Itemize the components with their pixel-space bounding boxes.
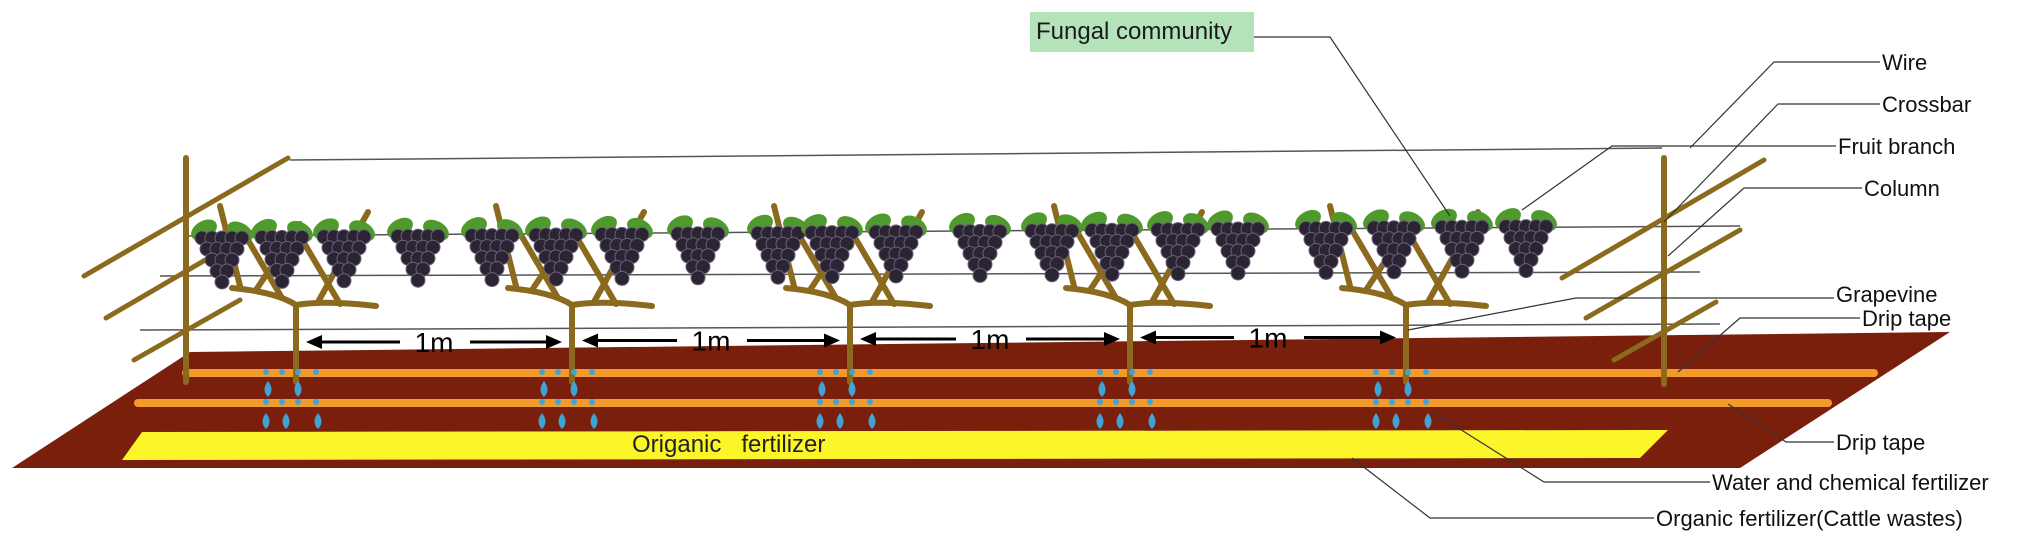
water-droplet-icon bbox=[1372, 413, 1380, 429]
water-droplet-icon bbox=[836, 413, 844, 429]
callout-lines bbox=[1254, 36, 1880, 519]
water-droplet-icon bbox=[282, 413, 290, 429]
water-droplet-icon bbox=[848, 381, 856, 397]
drip-tape-upper bbox=[182, 369, 1878, 377]
water-droplet-icon bbox=[1404, 381, 1412, 397]
water-droplet-icon bbox=[1128, 381, 1136, 397]
grape-cluster-icon bbox=[1081, 211, 1143, 282]
water-droplet-icon bbox=[1374, 381, 1382, 397]
grape-cluster-icon bbox=[1295, 209, 1357, 280]
grape-cluster-icon bbox=[949, 212, 1011, 283]
water-droplet-icon bbox=[314, 413, 322, 429]
grape-cluster-icon bbox=[1207, 210, 1269, 281]
water-droplet-icon bbox=[1424, 413, 1432, 429]
spacing-arrow-1: 1m bbox=[306, 327, 562, 358]
water-droplet-icon bbox=[540, 381, 548, 397]
grape-cluster-icon bbox=[1431, 208, 1493, 279]
water-droplet-icon bbox=[558, 413, 566, 429]
label-grapevine: Grapevine bbox=[1836, 282, 1938, 307]
grape-cluster-icon bbox=[667, 215, 729, 286]
spacing-arrow-3: 1m bbox=[860, 324, 1120, 355]
spacing-label: 1m bbox=[415, 327, 454, 358]
water-droplet-icon bbox=[816, 413, 824, 429]
water-droplet-icon bbox=[1392, 413, 1400, 429]
spacing-label: 1m bbox=[1249, 323, 1288, 354]
grape-cluster-icon bbox=[591, 215, 653, 286]
fungal-community-box bbox=[1030, 12, 1254, 52]
label-wire: Wire bbox=[1882, 50, 1927, 75]
fungal-community-label: Fungal community bbox=[1036, 18, 1232, 45]
grape-cluster-icon bbox=[801, 214, 863, 285]
organic-band-label: Origanic fertilizer bbox=[632, 431, 825, 458]
water-droplet-icon bbox=[818, 381, 826, 397]
label-water-chemical: Water and chemical fertilizer bbox=[1712, 470, 1989, 495]
label-fruit-branch: Fruit branch bbox=[1838, 134, 1955, 159]
spacing-label: 1m bbox=[971, 324, 1010, 355]
trellis-crossbars bbox=[81, 155, 1767, 363]
label-drip-tape-lower: Drip tape bbox=[1836, 430, 1925, 455]
grape-cluster-icon bbox=[251, 218, 313, 289]
grape-cluster-icon bbox=[865, 213, 927, 284]
organic-fertilizer-band bbox=[122, 430, 1668, 460]
drip-tape-lower bbox=[134, 399, 1832, 407]
grape-cluster-icon bbox=[1495, 208, 1557, 279]
spacing-arrow-4: 1m bbox=[1140, 323, 1396, 354]
label-drip-tape-upper: Drip tape bbox=[1862, 306, 1951, 331]
label-column: Column bbox=[1864, 176, 1940, 201]
water-droplet-icon bbox=[1116, 413, 1124, 429]
water-droplet-icon bbox=[294, 381, 302, 397]
spacing-label: 1m bbox=[692, 326, 731, 357]
water-droplet-icon bbox=[868, 413, 876, 429]
spacing-arrows: 1m 1m 1m 1m bbox=[306, 323, 1396, 358]
trellis-wires bbox=[139, 147, 1741, 331]
water-droplet-icon bbox=[264, 381, 272, 397]
water-droplet-icon bbox=[570, 381, 578, 397]
label-organic-cattle: Organic fertilizer(Cattle wastes) bbox=[1656, 506, 1963, 531]
grape-clusters bbox=[191, 208, 1557, 290]
water-droplet-icon bbox=[1098, 381, 1106, 397]
grape-cluster-icon bbox=[313, 218, 375, 289]
water-droplet-icon bbox=[590, 413, 598, 429]
spacing-arrow-2: 1m bbox=[582, 326, 840, 357]
grape-cluster-icon bbox=[461, 217, 523, 288]
water-droplet-icon bbox=[262, 413, 270, 429]
grape-cluster-icon bbox=[1021, 212, 1083, 283]
grape-cluster-icon bbox=[191, 219, 253, 290]
water-droplet-icon bbox=[1148, 413, 1156, 429]
water-droplets bbox=[262, 369, 1432, 429]
grape-cluster-icon bbox=[1147, 211, 1209, 282]
grape-cluster-icon bbox=[525, 216, 587, 287]
grape-cluster-icon bbox=[387, 217, 449, 288]
water-droplet-icon bbox=[538, 413, 546, 429]
grape-cluster-icon bbox=[1363, 209, 1425, 280]
water-droplet-icon bbox=[1096, 413, 1104, 429]
label-crossbar: Crossbar bbox=[1882, 92, 1971, 117]
